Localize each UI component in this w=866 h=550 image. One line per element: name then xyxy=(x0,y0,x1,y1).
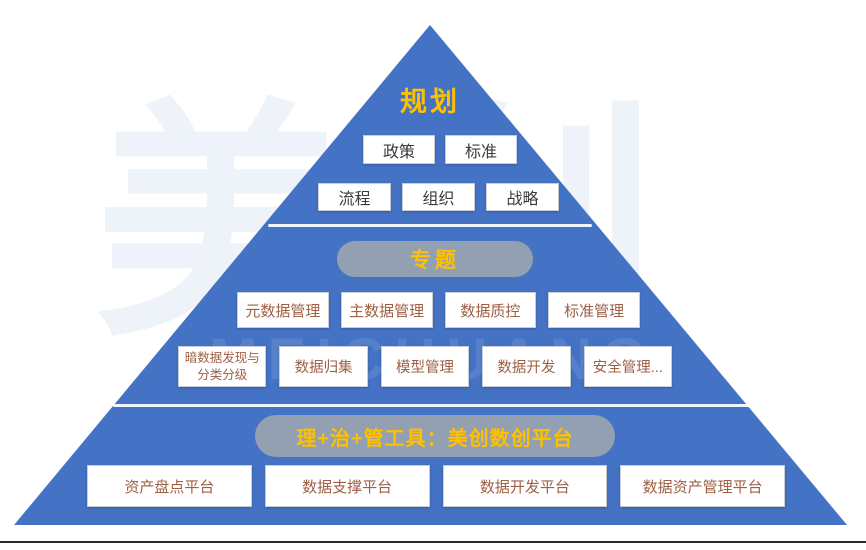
box-data-quality: 数据质控 xyxy=(444,292,537,328)
box-data-collection: 数据归集 xyxy=(279,346,368,387)
box-data-asset-mgmt-platform: 数据资产管理平台 xyxy=(620,465,785,507)
tier3-title-tools: 理+治+管工具：美创数创平台 xyxy=(296,427,574,450)
bottom-border-line xyxy=(0,541,866,543)
tier-divider-2 xyxy=(113,404,753,407)
box-security-mgmt: 安全管理... xyxy=(583,346,673,387)
dark-data-line1: 暗数据发现与 xyxy=(184,351,260,366)
tier2-title-topics: 专题 xyxy=(410,249,460,272)
tier-divider-1 xyxy=(268,224,592,227)
tier1-row-2: 流程 组织 战略 xyxy=(318,183,559,211)
tier1-row-1: 政策 标准 xyxy=(363,135,517,164)
box-data-support-platform: 数据支撑平台 xyxy=(264,465,430,507)
box-dark-data-discovery: 暗数据发现与 分类分级 xyxy=(178,346,267,387)
box-process: 流程 xyxy=(318,183,391,211)
box-data-dev-platform: 数据开发平台 xyxy=(442,465,608,507)
box-metadata-mgmt: 元数据管理 xyxy=(237,292,329,328)
box-standard: 标准 xyxy=(445,135,517,164)
box-policy: 政策 xyxy=(363,135,435,164)
tier2-row-1: 元数据管理 主数据管理 数据质控 标准管理 xyxy=(237,292,640,328)
tier3-row: 资产盘点平台 数据支撑平台 数据开发平台 数据资产管理平台 xyxy=(87,465,785,507)
box-model-mgmt: 模型管理 xyxy=(380,346,470,387)
tier1-title-planning: 规划 xyxy=(400,87,460,117)
dark-data-line2: 分类分级 xyxy=(197,367,248,382)
tier2-title-pill: 专题 xyxy=(337,241,533,277)
tier2-row-2: 暗数据发现与 分类分级 数据归集 模型管理 数据开发 安全管理... xyxy=(178,346,673,387)
tier3-title-pill: 理+治+管工具：美创数创平台 xyxy=(255,415,615,457)
box-master-data-mgmt: 主数据管理 xyxy=(340,292,433,328)
box-standard-mgmt: 标准管理 xyxy=(548,292,640,328)
box-strategy: 战略 xyxy=(486,183,559,211)
box-asset-inventory-platform: 资产盘点平台 xyxy=(87,465,252,507)
box-organization: 组织 xyxy=(402,183,475,211)
box-data-dev: 数据开发 xyxy=(482,346,571,387)
